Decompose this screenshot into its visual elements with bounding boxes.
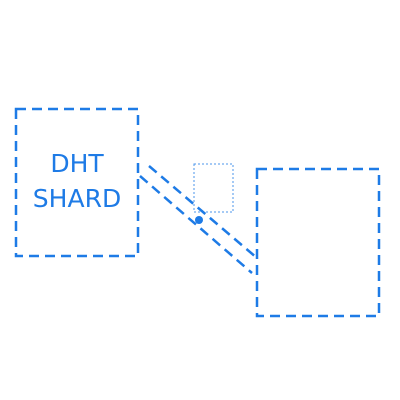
dht-shard-box (14, 107, 140, 258)
dot-icon (195, 216, 203, 224)
connector-line-upper (148, 165, 258, 259)
target-box (255, 167, 381, 318)
dht-shard-label-line2: SHARD (32, 184, 122, 213)
dht-shard-label: DHT SHARD (16, 146, 138, 216)
dht-shard-label-line1: DHT (50, 149, 104, 178)
connector-line-lower (139, 175, 253, 274)
packet-box (193, 163, 234, 213)
